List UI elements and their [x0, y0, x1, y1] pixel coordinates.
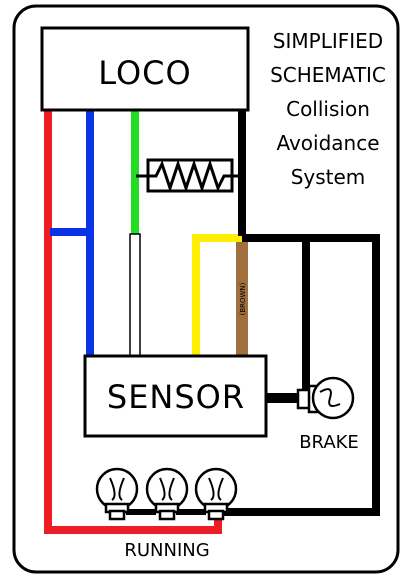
title-line-2: SCHEMATIC	[270, 63, 386, 87]
resistor	[136, 158, 242, 193]
brake-lamp-icon	[296, 376, 355, 420]
brake-label: BRAKE	[299, 432, 359, 453]
wire-white	[129, 233, 141, 357]
running-lamp-3-icon	[194, 467, 238, 521]
title-line-4: Avoidance	[276, 131, 379, 155]
wire-yellow	[192, 234, 242, 356]
brown-wire-label: (BROWN)	[239, 282, 247, 315]
running-lamp-1-icon	[95, 467, 139, 521]
resistor-zigzag	[136, 159, 242, 193]
sensor-label: SENSOR	[107, 378, 245, 416]
loco-label: LOCO	[98, 54, 191, 92]
title-line-1: SIMPLIFIED	[273, 29, 383, 53]
title-line-5: System	[291, 165, 366, 189]
sensor-box	[83, 354, 268, 438]
running-label: RUNNING	[124, 540, 209, 561]
wire-red	[44, 110, 222, 534]
wire-brown	[236, 242, 248, 356]
loco-box	[40, 26, 250, 112]
title-line-3: Collision	[286, 97, 370, 121]
diagram-title: SIMPLIFIED SCHEMATIC Collision Avoidance…	[270, 29, 386, 189]
running-lamp-2-icon	[145, 467, 189, 521]
